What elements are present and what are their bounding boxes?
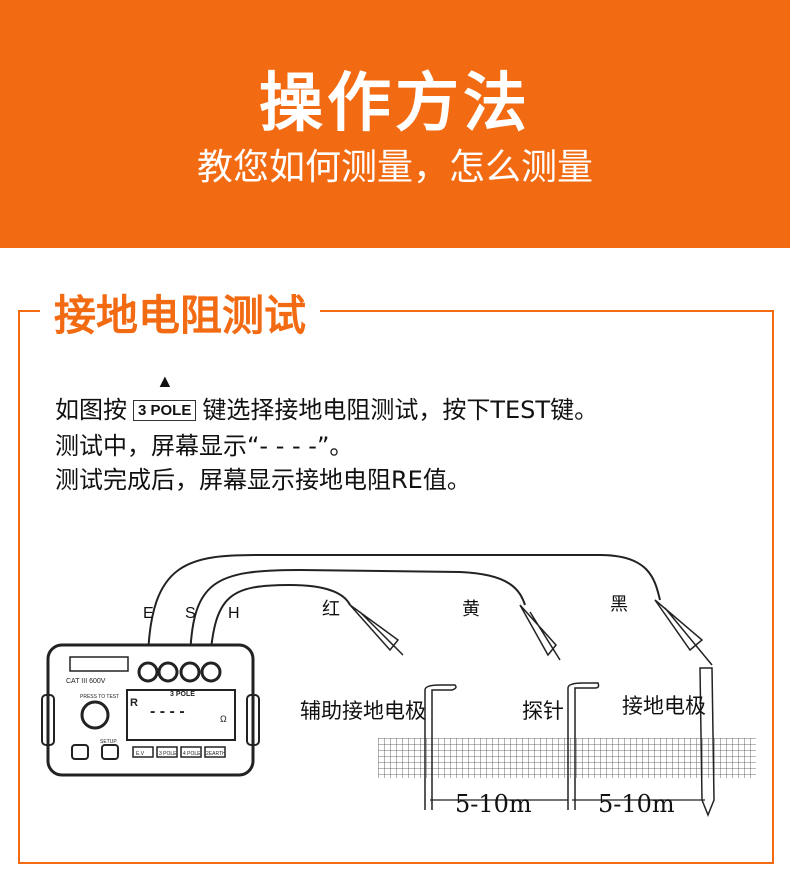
screen-unit: Ω [220,714,227,724]
wire-e [147,554,661,661]
instruction-line-3: 测试完成后，屏幕显示接地电阻RE值。 [55,466,471,494]
text: 如图按 [55,396,127,424]
header-banner: 操作方法 教您如何测量，怎么测量 [0,0,790,248]
terminal-s: S [185,605,196,622]
probe [567,682,600,810]
page-title: 操作方法 [259,67,531,141]
clip-red-label: 红 [322,599,340,620]
btn-3pole: 3 POLE [159,751,177,757]
btn-ev: E.V [136,751,145,757]
clip-yellow-label: 黄 [462,599,480,620]
section-title: 接地电阻测试 [40,282,321,343]
wire-s [189,568,526,661]
ground-soil [378,738,756,778]
clip-black-label: 黑 [610,594,628,615]
3pole-key: 3 POLE [133,371,197,421]
terminal-e: E [143,605,154,622]
setup-label: SETUP [100,739,117,745]
screen-mode: 3 POLE [170,691,195,698]
text: 键选择接地电阻测试，按下TEST键。 [202,396,599,424]
section-frame [18,310,774,864]
press-label: PRESS TO TEST [80,694,119,700]
cat-label: CAT III 600V [66,678,106,685]
probe-label: 探针 [522,699,564,723]
terminal-h: H [228,605,240,622]
earth-electrode [699,667,715,818]
aux-electrode-label: 辅助接地电极 [300,699,426,723]
wire-h [209,583,351,661]
page-subtitle: 教您如何测量，怎么测量 [196,147,593,188]
clips [349,599,713,666]
earth-electrode-label: 接地电极 [622,694,706,718]
auxiliary-electrode [424,684,457,810]
distance-1: 5-10m [455,790,532,818]
btn-4pole: 4 POLE [183,751,201,757]
svg-text:R: R [130,697,138,709]
earth-tester-device: CAT III 600V PRESS TO TEST SETUP 3 POLE … [41,643,260,777]
instruction-line-2: 测试中，屏幕显示“- - - -”。 [55,432,354,460]
btn-2earth: 2EARTH [206,751,226,757]
distance-2: 5-10m [598,790,675,818]
screen-reading: - - - - [150,703,185,720]
